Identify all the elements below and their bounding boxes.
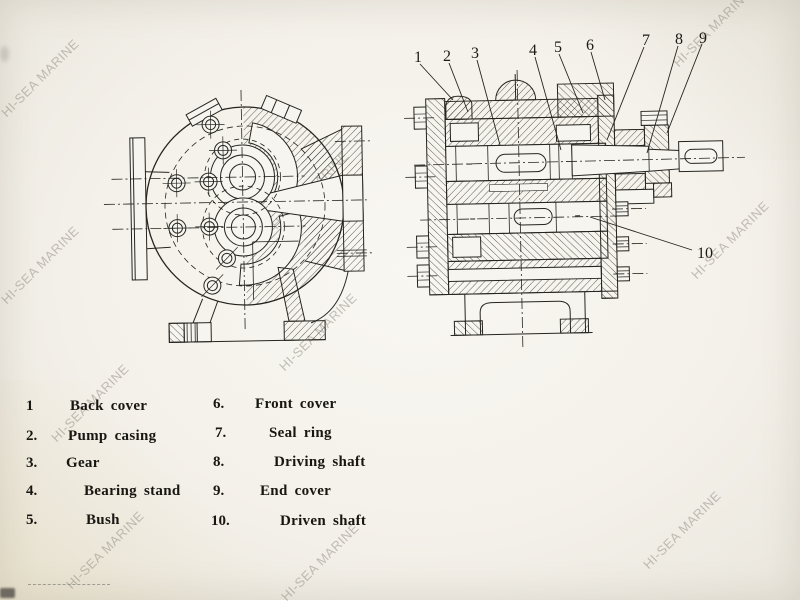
legend-label: Driving shaft bbox=[274, 454, 366, 471]
legend-label: End cover bbox=[260, 483, 331, 500]
callout-number: 1 bbox=[414, 49, 422, 66]
legend-number: 7. bbox=[215, 425, 226, 442]
front-view bbox=[102, 88, 376, 344]
front-cover-bolts bbox=[616, 202, 630, 281]
callout-number: 7 bbox=[642, 32, 650, 49]
legend-number: 10. bbox=[211, 513, 230, 530]
driven-shaft-bore bbox=[447, 201, 608, 234]
callout-number: 4 bbox=[529, 42, 537, 59]
legend-label: Bearing stand bbox=[84, 483, 181, 500]
legend-label: Back cover bbox=[70, 398, 147, 415]
legend-number: 1 bbox=[26, 398, 34, 415]
legend-label: Pump casing bbox=[68, 428, 156, 445]
callout-number: 2 bbox=[443, 48, 451, 65]
section-feet bbox=[430, 291, 619, 336]
legend-label: Gear bbox=[66, 455, 100, 472]
legend-label: Front cover bbox=[255, 396, 336, 413]
callout-number: 9 bbox=[699, 30, 707, 47]
legend-number: 5. bbox=[26, 512, 37, 529]
legend-number: 9. bbox=[213, 483, 224, 500]
legend-number: 3. bbox=[26, 455, 37, 472]
legend-label: Seal ring bbox=[269, 425, 332, 442]
callout-number: 3 bbox=[471, 45, 479, 62]
callout-number: 8 bbox=[675, 31, 683, 48]
callout-number: 5 bbox=[554, 39, 562, 56]
legend-label: Driven shaft bbox=[280, 513, 366, 530]
section-view bbox=[403, 65, 749, 350]
legend-label: Bush bbox=[86, 512, 120, 529]
callout-number: 6 bbox=[586, 37, 594, 54]
legend-number: 4. bbox=[26, 483, 37, 500]
legend-number: 2. bbox=[26, 428, 37, 445]
legend-number: 8. bbox=[213, 454, 224, 471]
legend-number: 6. bbox=[213, 396, 224, 413]
callout-number: 10 bbox=[697, 245, 713, 262]
